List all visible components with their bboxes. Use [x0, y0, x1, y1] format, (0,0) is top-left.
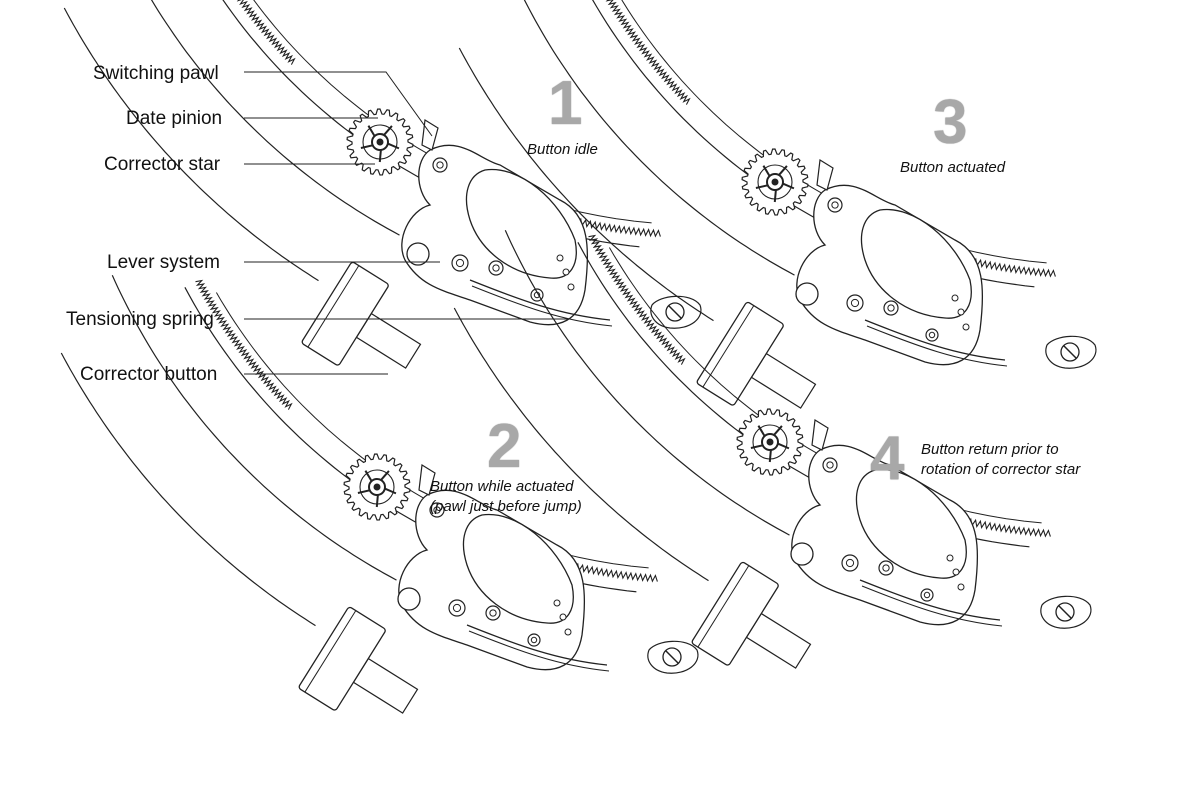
- callout-lever-system: Lever system: [107, 252, 220, 273]
- step-caption-4-line-1: Button return prior to: [921, 441, 1059, 458]
- mechanism-step-3: [458, 0, 1097, 409]
- lever-system: [401, 118, 613, 327]
- tensioning-spring: [864, 319, 1006, 361]
- dial-arc: [184, 287, 637, 593]
- case-arc: [111, 275, 397, 581]
- button-cap: [298, 606, 386, 711]
- step-caption-2-line-2: (pawl just before jump): [430, 498, 582, 516]
- switching-pawl: [418, 463, 436, 496]
- lever-plate: [462, 513, 574, 624]
- anchor-screw: [1045, 335, 1097, 369]
- callout-corrector-star: Corrector star: [104, 154, 221, 175]
- case-arc: [453, 307, 709, 582]
- lever-system: [397, 463, 610, 672]
- mechanism-step-2: [60, 275, 699, 714]
- lever-plate: [465, 168, 577, 279]
- corrector-button: [691, 561, 812, 669]
- step-caption-2-line-1: Button while actuated: [430, 478, 574, 495]
- mechanism-step-1: [63, 0, 702, 369]
- step-number-3: 3: [933, 88, 968, 157]
- step-caption-1-line-1: Button idle: [527, 141, 598, 158]
- switching-pawl-roller: [790, 542, 814, 566]
- callout-date-pinion: Date pinion: [126, 108, 223, 129]
- leader-switching-pawl: [244, 71, 433, 137]
- button-cap: [301, 261, 389, 366]
- lever-system: [795, 158, 1008, 367]
- callout-tensioning-spring: Tensioning spring: [66, 309, 214, 330]
- tensioning-spring: [466, 624, 608, 666]
- corrector-star: [750, 425, 790, 463]
- step-caption-2: Button while actuated (pawl just before …: [430, 477, 582, 518]
- step-caption-4-line-2: rotation of corrector star: [921, 461, 1081, 479]
- switching-pawl-roller: [397, 587, 421, 611]
- step-caption-3: Button actuated: [900, 158, 1005, 178]
- date-pinion: [736, 408, 804, 476]
- corrector-button: [301, 261, 422, 369]
- lever-system: [790, 418, 1003, 627]
- mechanism-step-4: [453, 230, 1092, 669]
- corrector-star: [360, 125, 400, 163]
- step-caption-3-line-1: Button actuated: [900, 159, 1006, 176]
- callout-switching-pawl: Switching pawl: [93, 63, 219, 84]
- switching-pawl-roller: [406, 242, 430, 266]
- button-cap: [691, 561, 779, 666]
- corrector-star: [357, 470, 397, 508]
- tensioning-spring: [469, 279, 611, 321]
- lever-plate: [855, 468, 967, 579]
- switching-pawl: [421, 118, 439, 151]
- step-number-1: 1: [548, 69, 583, 138]
- step-caption-1: Button idle: [527, 140, 598, 160]
- switching-pawl-roller: [795, 282, 819, 306]
- case-arc: [458, 47, 714, 322]
- case-arc: [150, 0, 400, 236]
- lever-plate: [860, 208, 972, 319]
- anchor-screw: [1040, 595, 1092, 629]
- anchor-screw: [647, 640, 699, 674]
- step-number-2: 2: [487, 412, 522, 481]
- case-arc: [60, 352, 316, 627]
- corrector-button: [696, 301, 817, 409]
- case-arc: [63, 7, 319, 282]
- callout-leaders: [244, 71, 570, 375]
- corrector-star: [755, 165, 795, 203]
- callout-corrector-button: Corrector button: [80, 364, 218, 385]
- switching-pawl: [816, 158, 834, 191]
- case-arc: [504, 230, 790, 536]
- date-pinion: [741, 148, 809, 216]
- button-cap: [696, 301, 784, 406]
- switching-pawl: [811, 418, 829, 451]
- date-pinion: [343, 453, 411, 521]
- date-pinion: [346, 108, 414, 176]
- anchor-screw: [650, 295, 702, 329]
- tensioning-spring: [859, 579, 1001, 621]
- case-arc: [523, 0, 795, 276]
- step-caption-4: Button return prior to rotation of corre…: [921, 440, 1080, 481]
- corrector-button: [298, 606, 419, 714]
- step-number-4: 4: [870, 424, 905, 493]
